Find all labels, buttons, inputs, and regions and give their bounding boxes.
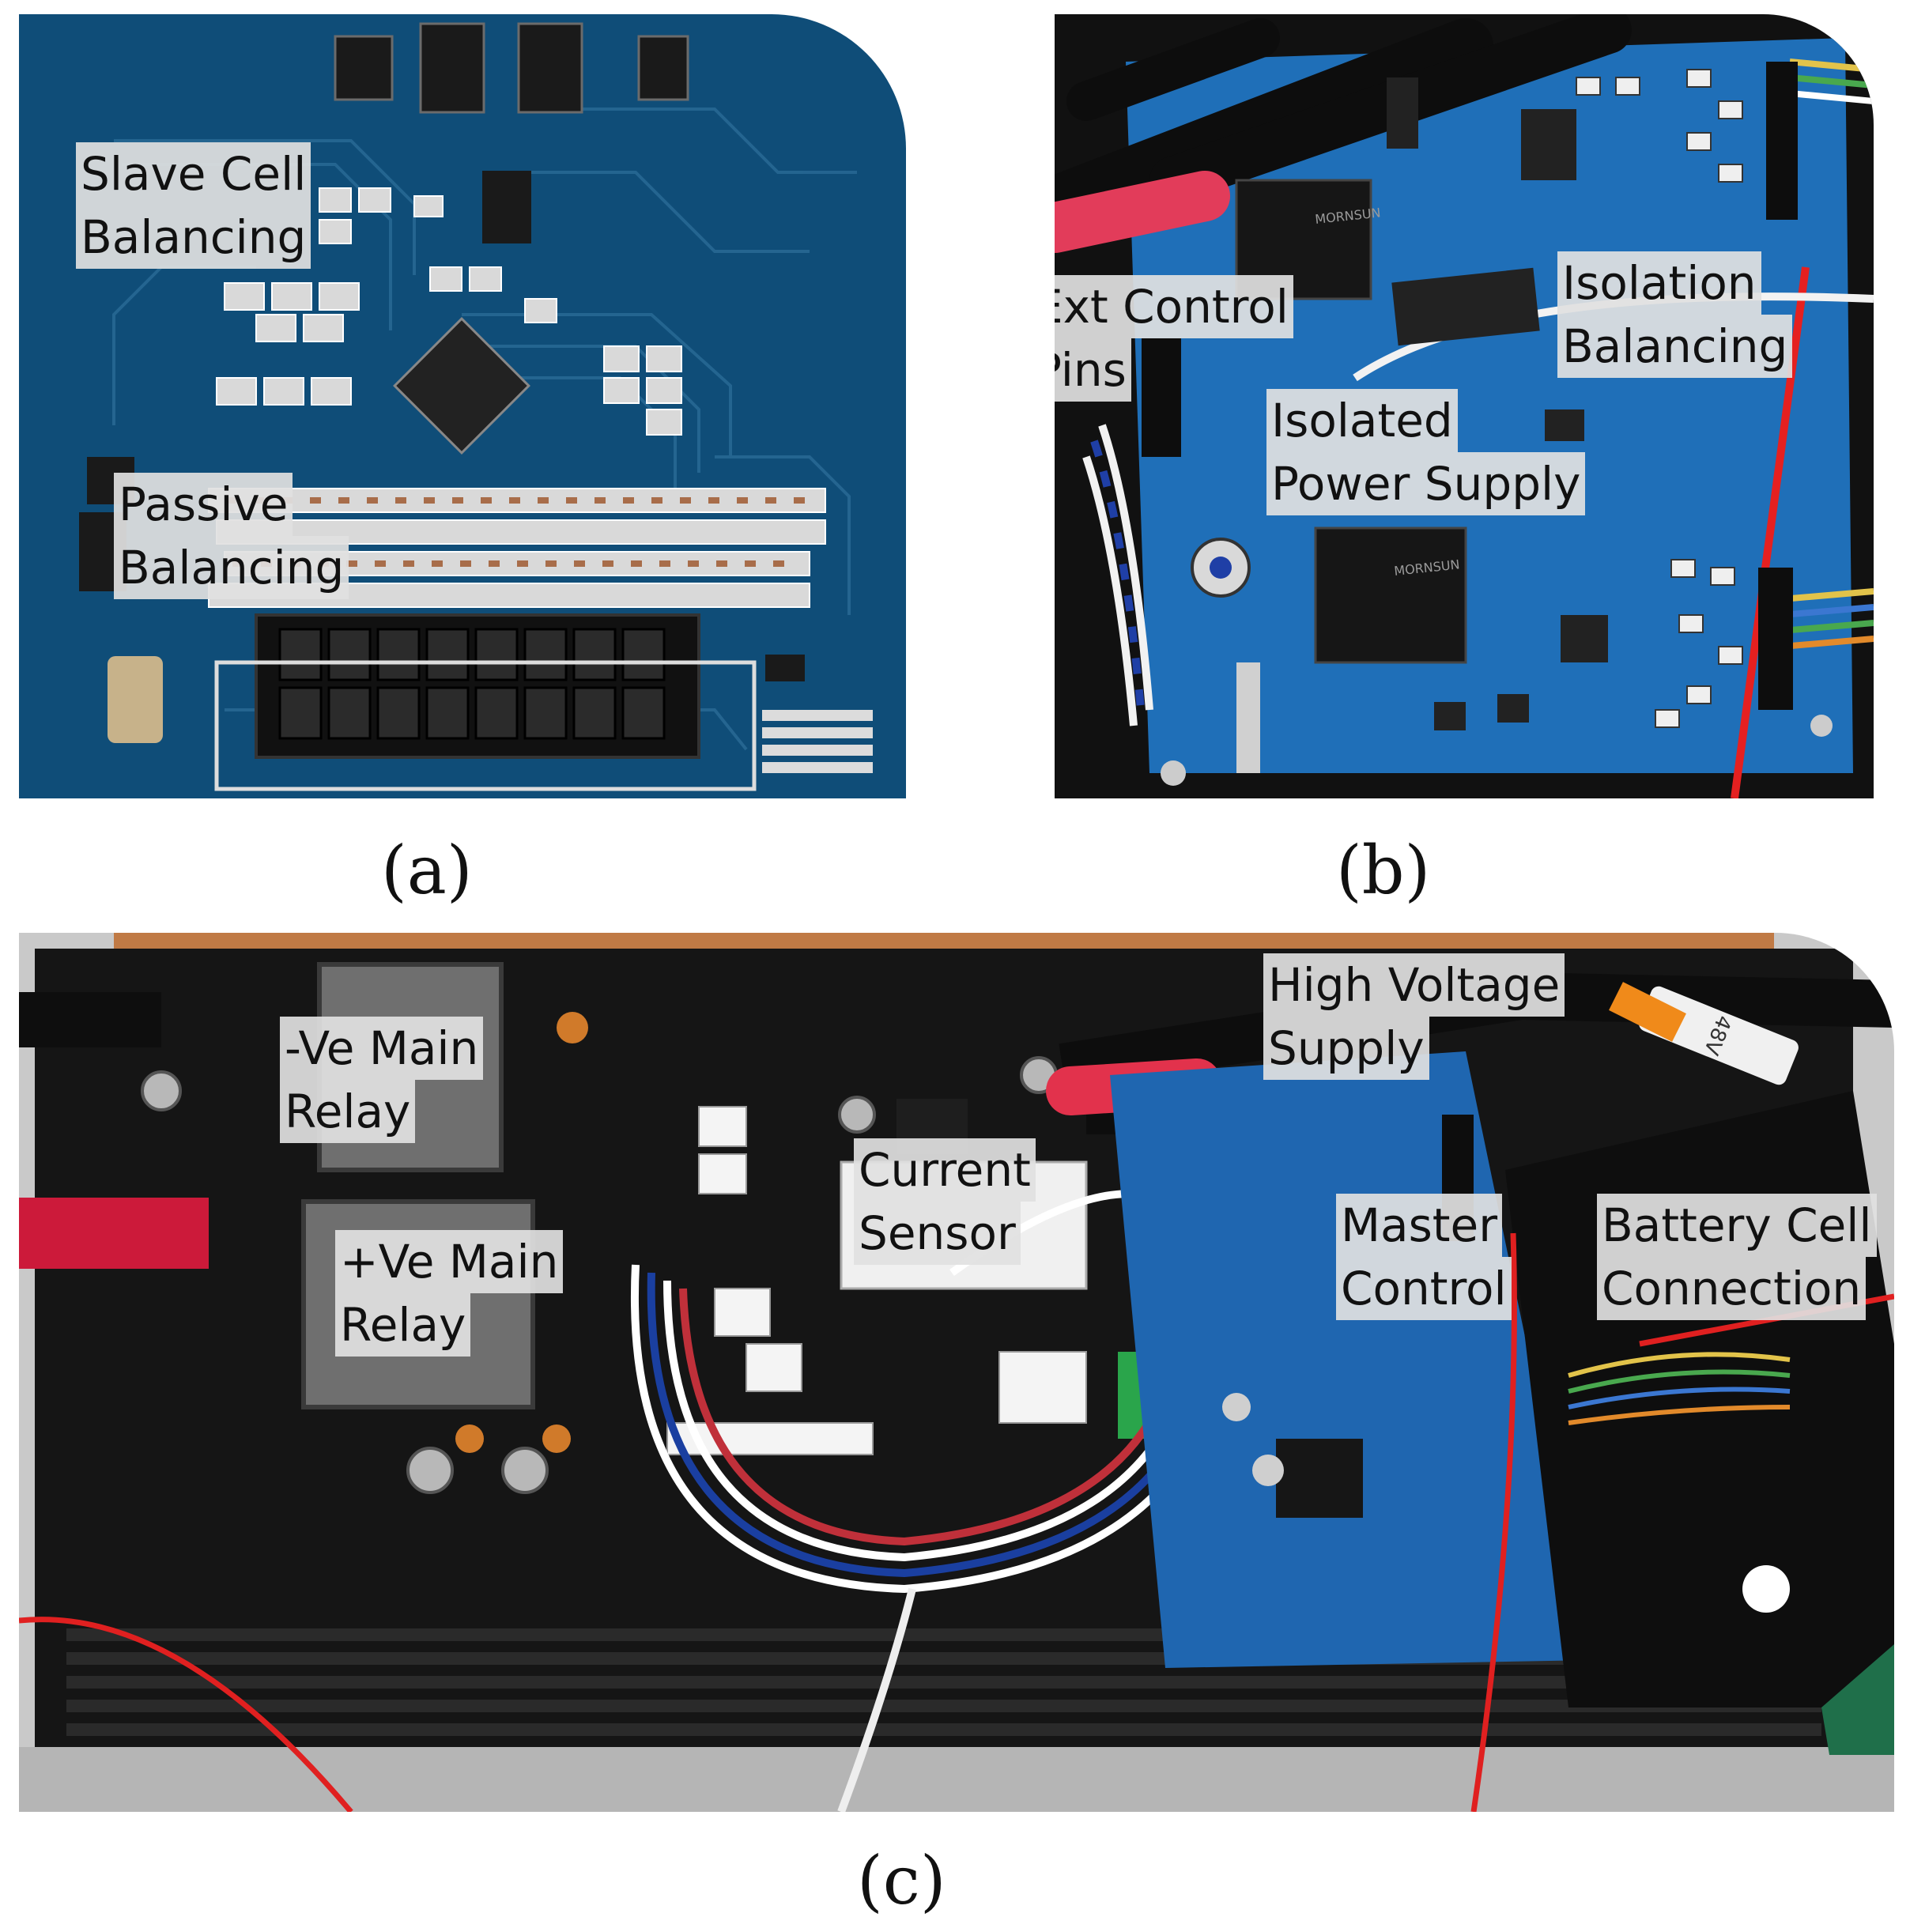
label-slave-cell-balancing-line1: Slave Cell xyxy=(76,142,311,206)
label-high-voltage-supply-line2: Supply xyxy=(1263,1017,1429,1080)
label-high-voltage-supply-line1: High Voltage xyxy=(1263,953,1565,1017)
label-isolation-balancing-line1: Isolation xyxy=(1557,251,1761,315)
panel-c-photo: 48V -Ve Main Relay +Ve Main Relay Curren… xyxy=(19,933,1894,1812)
label-ext-control-pins-line2: Pins xyxy=(1055,338,1131,402)
panel-a-photo: Slave Cell Balancing Passive Balancing xyxy=(19,14,906,798)
caption-b: (b) xyxy=(1336,832,1431,909)
label-slave-cell-balancing-line2: Balancing xyxy=(76,206,311,269)
label-pos-main-relay-line2: Relay xyxy=(335,1293,471,1357)
label-ext-control-pins-line1: Ext Control xyxy=(1055,275,1293,338)
isolation-board-image: MORNSUN MORNSUN xyxy=(1055,14,1874,798)
label-battery-cell-connection-line1: Battery Cell xyxy=(1597,1194,1877,1257)
caption-a: (a) xyxy=(381,832,473,909)
label-battery-cell-connection-line2: Connection xyxy=(1597,1257,1867,1320)
label-master-control-line2: Control xyxy=(1336,1257,1512,1320)
label-neg-main-relay-line2: Relay xyxy=(280,1080,416,1143)
label-isolated-power-supply-line1: Isolated xyxy=(1266,389,1458,452)
label-isolation-balancing-line2: Balancing xyxy=(1557,315,1793,378)
label-pos-main-relay-line1: +Ve Main xyxy=(335,1230,564,1293)
slave-board-image xyxy=(19,14,906,798)
label-isolated-power-supply-line2: Power Supply xyxy=(1266,452,1586,515)
label-master-control-line1: Master xyxy=(1336,1194,1503,1257)
label-current-sensor-line2: Sensor xyxy=(854,1202,1021,1265)
label-passive-balancing-line1: Passive xyxy=(114,473,293,536)
panel-b-photo: MORNSUN MORNSUN Ext Control P xyxy=(1055,14,1874,798)
caption-c: (c) xyxy=(857,1842,946,1919)
label-neg-main-relay-line1: -Ve Main xyxy=(280,1017,484,1080)
label-current-sensor-line1: Current xyxy=(854,1138,1036,1202)
label-passive-balancing-line2: Balancing xyxy=(114,536,349,599)
